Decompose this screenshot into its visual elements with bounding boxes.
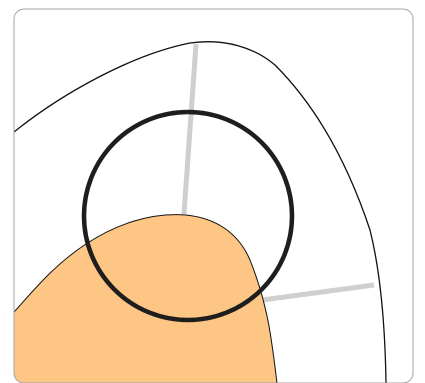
diagram-stage — [0, 0, 425, 383]
anatomy-diagram — [0, 0, 425, 383]
